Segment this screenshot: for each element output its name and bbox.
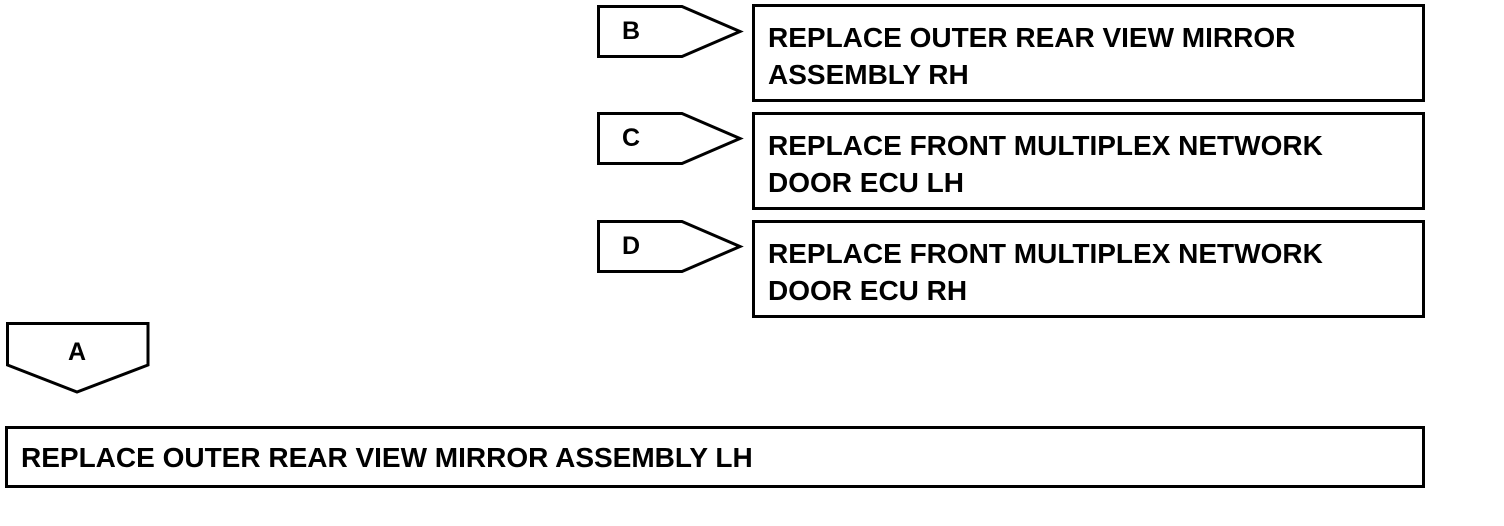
branch-d-label: D xyxy=(621,232,641,260)
branch-a-label: A xyxy=(67,338,87,366)
branch-b-label: B xyxy=(621,17,641,45)
branch-d-arrow xyxy=(597,220,744,273)
action-d-line-1: REPLACE FRONT MULTIPLEX NETWORK xyxy=(768,238,1323,269)
branch-c-label: C xyxy=(621,124,641,152)
action-box-d: REPLACE FRONT MULTIPLEX NETWORK DOOR ECU… xyxy=(752,220,1425,318)
branch-b-arrow xyxy=(597,5,744,58)
action-b-line-2: ASSEMBLY RH xyxy=(768,59,969,90)
action-box-c: REPLACE FRONT MULTIPLEX NETWORK DOOR ECU… xyxy=(752,112,1425,210)
action-b-line-1: REPLACE OUTER REAR VIEW MIRROR xyxy=(768,22,1296,53)
action-box-a: REPLACE OUTER REAR VIEW MIRROR ASSEMBLY … xyxy=(5,426,1425,488)
action-a-text: REPLACE OUTER REAR VIEW MIRROR ASSEMBLY … xyxy=(21,442,753,473)
branch-a-arrow xyxy=(6,322,150,394)
branch-c-arrow xyxy=(597,112,744,165)
action-box-b: REPLACE OUTER REAR VIEW MIRROR ASSEMBLY … xyxy=(752,4,1425,102)
action-d-line-2: DOOR ECU RH xyxy=(768,275,968,306)
action-c-line-2: DOOR ECU LH xyxy=(768,167,964,198)
action-c-line-1: REPLACE FRONT MULTIPLEX NETWORK xyxy=(768,130,1323,161)
